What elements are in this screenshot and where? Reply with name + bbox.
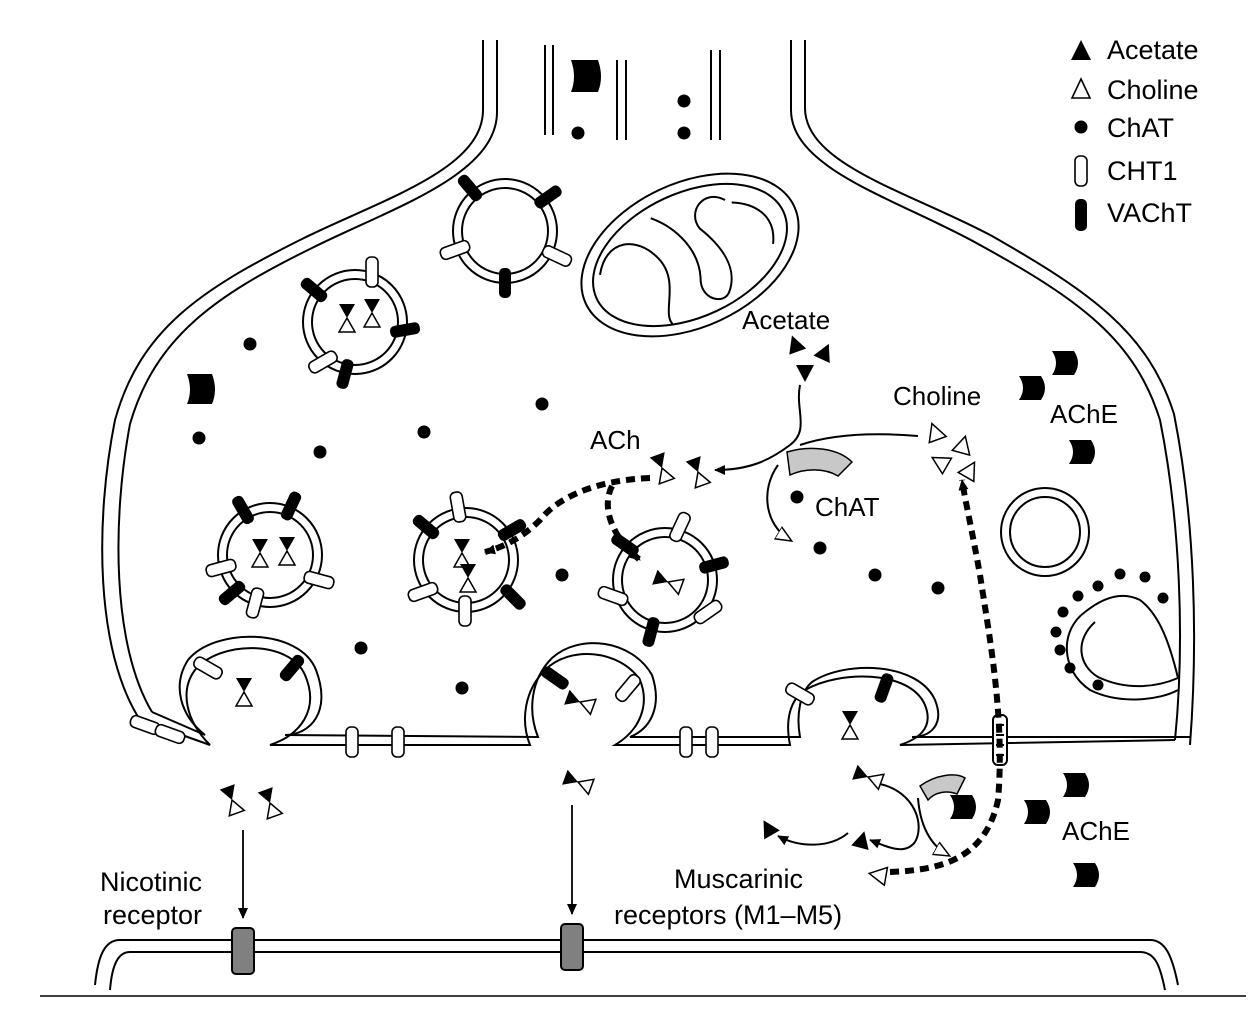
vesicular-uptake-arrows xyxy=(484,475,1003,875)
label-chat: ChAT xyxy=(815,492,880,522)
label-muscarinic-2: receptors (M1–M5) xyxy=(614,900,842,930)
legend-item-chat: ChAT xyxy=(1074,113,1174,143)
legend-item-acetate: Acetate xyxy=(1071,35,1199,65)
vesicle-empty xyxy=(1000,487,1090,577)
release-arrows xyxy=(238,805,577,919)
release-pit-center xyxy=(539,664,644,716)
choline-molecules xyxy=(922,419,984,483)
label-ach: ACh xyxy=(590,425,641,455)
legend-label-acetate: Acetate xyxy=(1107,35,1199,65)
label-ache-top: AChE xyxy=(1050,399,1118,429)
vesicle-left xyxy=(204,489,336,620)
legend-item-choline: Choline xyxy=(1070,75,1199,105)
legend-label-vacht: VAChT xyxy=(1107,198,1192,228)
chat-enzyme-arrow xyxy=(786,447,854,477)
released-ach xyxy=(218,763,885,820)
vacht-icon xyxy=(1075,199,1087,231)
vesicle-upper-left xyxy=(298,256,421,391)
label-nicotinic-2: receptor xyxy=(103,900,202,930)
label-ache-bottom: AChE xyxy=(1062,816,1130,846)
synthesized-ach xyxy=(648,451,712,489)
legend-item-cht1: CHT1 xyxy=(1074,155,1178,187)
choline-icon xyxy=(1070,77,1092,99)
release-pit-left xyxy=(191,652,307,707)
mitochondrion xyxy=(580,172,800,338)
label-muscarinic-1: Muscarinic xyxy=(674,864,803,894)
endocytic-pit xyxy=(1050,568,1179,701)
synthesis-pathway xyxy=(714,384,919,475)
acetate-molecules xyxy=(783,332,837,382)
legend: Acetate Choline ChAT CHT1 VAChT xyxy=(1070,35,1199,231)
axon-microtubules xyxy=(544,45,721,140)
nicotinic-receptor xyxy=(231,927,255,975)
diagram-labels: Acetate Choline AChE ACh ChAT AChE Nicot… xyxy=(100,305,1130,930)
ache-hydrolysis xyxy=(755,774,966,887)
cht1-icon xyxy=(1074,155,1088,187)
chat-icon xyxy=(1074,120,1088,134)
postsynaptic-membrane xyxy=(94,939,1179,991)
acetate-icon xyxy=(1071,40,1091,60)
vesicle-top xyxy=(438,172,574,298)
label-acetate: Acetate xyxy=(742,305,830,335)
legend-item-vacht: VAChT xyxy=(1075,198,1192,231)
label-choline: Choline xyxy=(893,381,981,411)
vesicle-center xyxy=(406,490,528,627)
label-nicotinic-1: Nicotinic xyxy=(100,867,202,897)
muscarinic-receptor xyxy=(560,923,584,971)
legend-label-choline: Choline xyxy=(1107,75,1199,105)
presynaptic-membrane xyxy=(101,40,1196,746)
chat-molecules xyxy=(192,94,945,695)
chat-cycle-arrow xyxy=(766,464,790,540)
legend-label-cht1: CHT1 xyxy=(1107,156,1178,186)
legend-label-chat: ChAT xyxy=(1107,113,1174,143)
free-vacht xyxy=(187,60,601,404)
